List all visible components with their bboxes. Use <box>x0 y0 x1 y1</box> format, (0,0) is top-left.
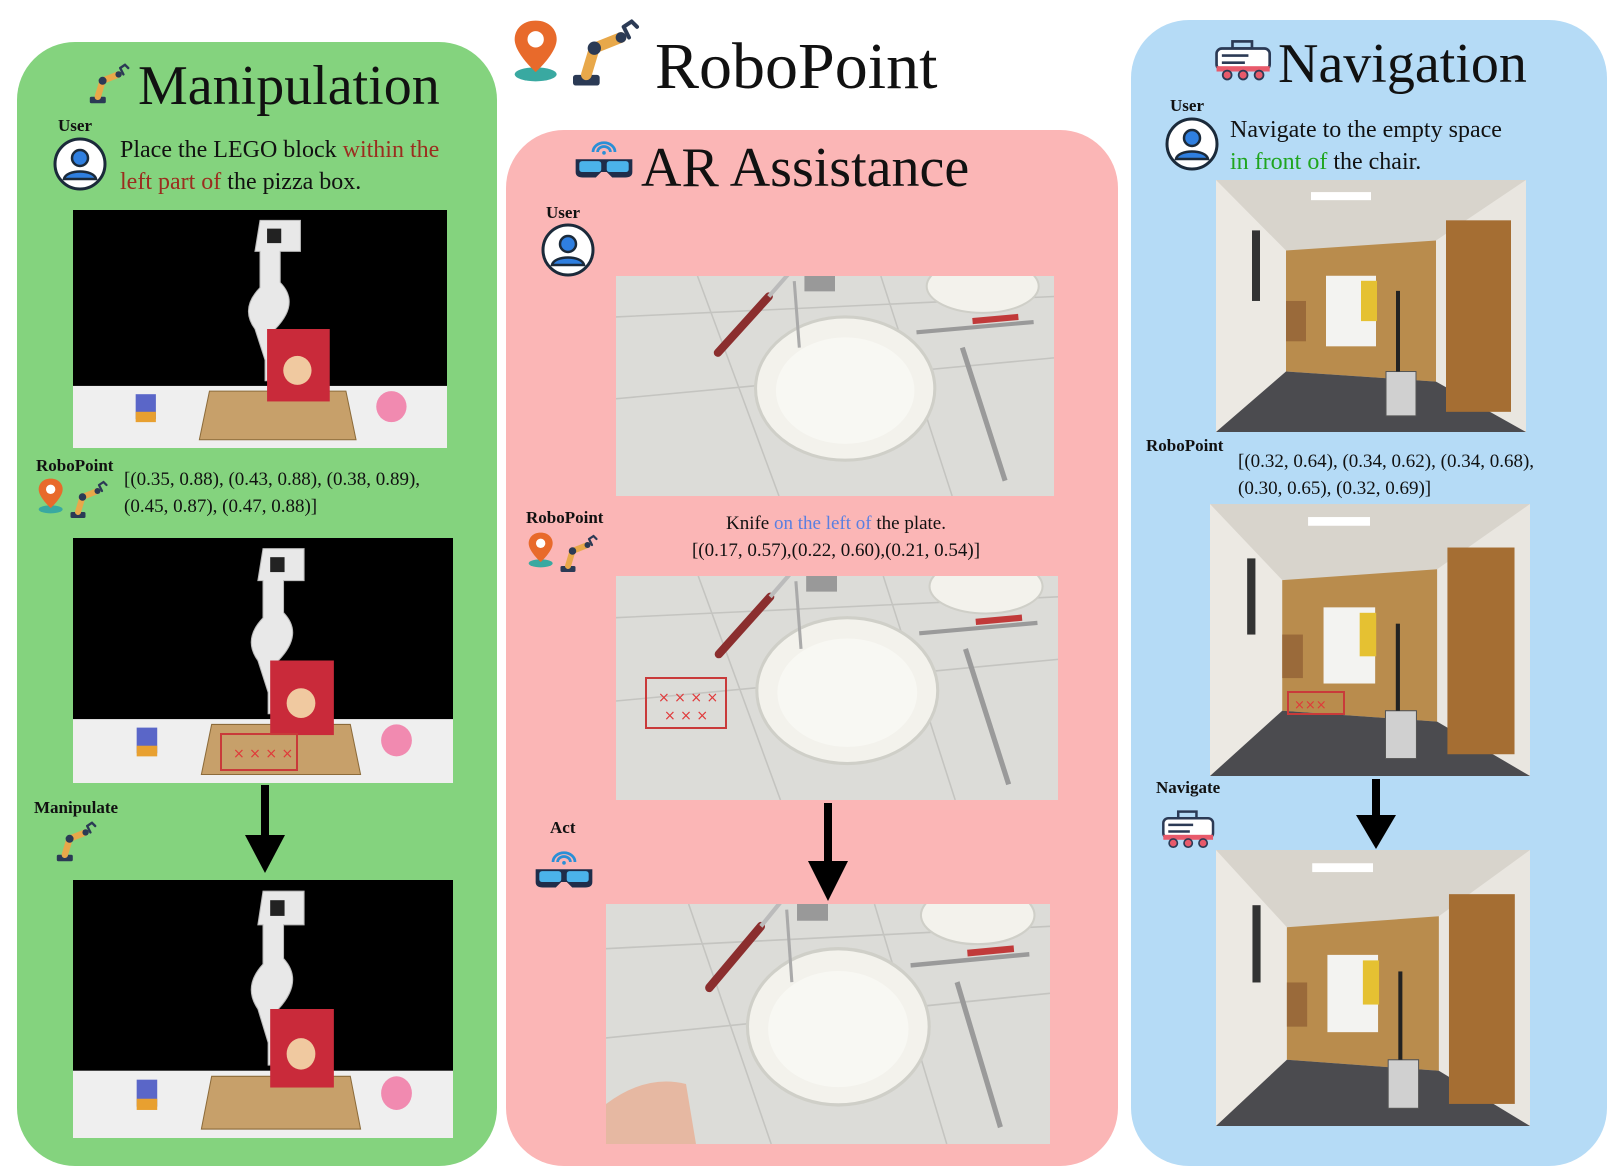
nav-instruction: Navigate to the empty space in front of … <box>1230 117 1502 175</box>
nav-user-label: User <box>1170 96 1204 115</box>
manip-robopoint-label: RoboPoint <box>36 456 114 475</box>
manip-coords: [(0.35, 0.88), (0.43, 0.88), (0.38, 0.89… <box>124 466 420 520</box>
navigation-title: Navigation <box>1278 33 1527 95</box>
nav-result-image <box>1216 850 1530 1126</box>
ar-robopoint-label: RoboPoint <box>526 508 604 527</box>
nav-input-image <box>1216 180 1526 432</box>
manip-action-label: Manipulate <box>34 798 119 817</box>
nav-coords-line2: (0.30, 0.65), (0.32, 0.69)] <box>1238 478 1432 499</box>
ar-instruction: Knife on the left of the plate. [(0.17, … <box>616 510 1056 564</box>
nav-predicted-image: ××× <box>1210 504 1530 776</box>
robopoint-icon <box>528 532 606 580</box>
ar-predicted-image: × × × × × × × <box>616 576 1058 800</box>
svg-text:× × × ×: × × × × <box>233 746 293 762</box>
robot-arm-icon <box>85 60 133 108</box>
ar-title: AR Assistance <box>641 137 970 199</box>
svg-text:× × × ×: × × × × <box>658 690 718 706</box>
down-arrow-icon <box>1356 779 1396 849</box>
down-arrow-icon <box>808 803 848 901</box>
down-arrow-icon <box>245 785 285 873</box>
nav-coords-line1: [(0.32, 0.64), (0.34, 0.62), (0.34, 0.68… <box>1238 451 1535 472</box>
ar-user-label: User <box>546 203 580 222</box>
manip-predicted-image: × × × × <box>73 538 453 783</box>
user-icon <box>540 222 596 278</box>
manip-result-image <box>73 880 453 1138</box>
user-icon <box>1164 116 1220 172</box>
manip-input-image <box>73 210 447 448</box>
ar-input-image <box>616 276 1054 496</box>
manip-coords-line2: (0.45, 0.87), (0.47, 0.88)] <box>124 496 318 517</box>
robot-arm-icon <box>52 818 100 866</box>
ar-glasses-icon <box>572 138 636 186</box>
page-title: RoboPoint <box>655 30 938 103</box>
manipulation-title: Manipulation <box>138 55 440 117</box>
user-icon <box>52 136 108 192</box>
manip-user-label: User <box>58 116 92 135</box>
ar-action-label: Act <box>550 818 576 837</box>
robopoint-icon <box>38 478 116 526</box>
svg-text:× × ×: × × × <box>664 708 708 724</box>
ar-coords: [(0.17, 0.57),(0.22, 0.60),(0.21, 0.54)] <box>691 540 981 561</box>
nav-coords: [(0.32, 0.64), (0.34, 0.62), (0.34, 0.68… <box>1238 448 1534 502</box>
ar-result-image <box>606 904 1050 1144</box>
robopoint-logo-icon <box>514 6 650 106</box>
nav-action-label: Navigate <box>1156 778 1221 797</box>
svg-text:×××: ××× <box>1294 698 1327 713</box>
ar-glasses-icon <box>532 848 596 896</box>
manip-coords-line1: [(0.35, 0.88), (0.43, 0.88), (0.38, 0.89… <box>124 469 421 490</box>
nav-robopoint-label: RoboPoint <box>1146 436 1224 455</box>
delivery-robot-icon <box>1213 36 1275 84</box>
manip-instruction: Place the LEGO block within the left par… <box>120 137 440 195</box>
delivery-robot-icon <box>1160 806 1218 852</box>
